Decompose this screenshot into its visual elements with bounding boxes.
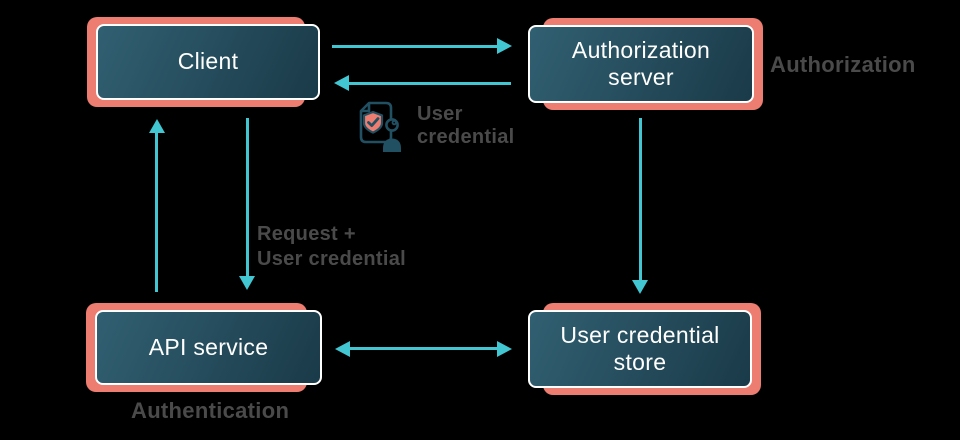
client-box: Client — [96, 24, 320, 100]
authorization-server-box: Authorization server — [528, 25, 754, 103]
request-user-credential-edge-label: Request + User credential — [257, 223, 407, 270]
user-credential-store-label: User credential store — [560, 321, 720, 375]
client-label: Client — [177, 48, 239, 75]
api-service-label: API service — [148, 333, 269, 360]
node-client: Client — [87, 17, 320, 107]
node-api-service: API service — [86, 303, 322, 392]
authentication-annotation: Authentication — [131, 398, 290, 423]
user-credential-store-box: User credential store — [528, 310, 752, 388]
api-service-box: API service — [95, 310, 322, 385]
authorization-annotation: Authorization — [770, 52, 916, 77]
node-user-credential-store: User credential store — [528, 303, 761, 395]
node-authorization-server: Authorization server — [528, 18, 763, 110]
user-credential-edge-label: User credential — [417, 103, 515, 148]
authorization-server-label: Authorization server — [571, 36, 711, 90]
user-credential-icon — [355, 100, 403, 154]
